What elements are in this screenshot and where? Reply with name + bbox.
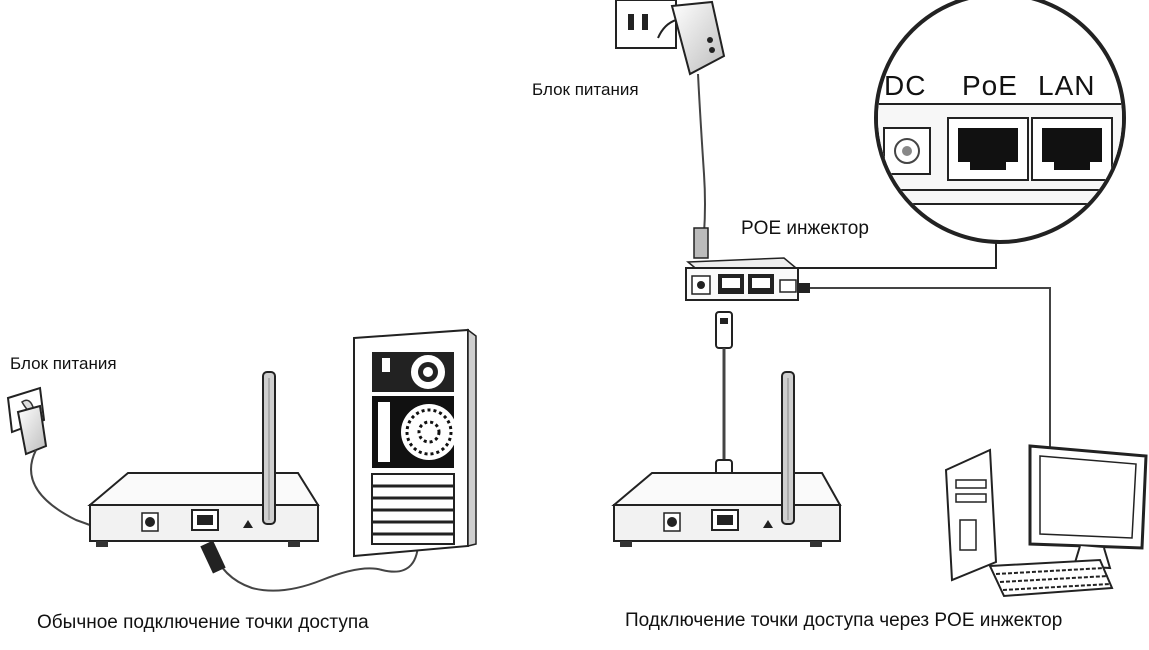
lan-port-label: LAN xyxy=(1038,70,1096,101)
left-power-supply-label: Блок питания xyxy=(10,354,117,373)
right-power-adapter-icon xyxy=(657,0,726,76)
lan-cable-to-pc-icon xyxy=(798,283,1051,448)
left-access-point-icon xyxy=(87,472,320,547)
right-power-cable-icon xyxy=(693,73,709,259)
ports-zoom-callout xyxy=(798,0,1126,269)
right-access-point-icon xyxy=(611,472,842,547)
poe-injector-label: POE инжектор xyxy=(741,218,869,239)
right-antenna-icon xyxy=(781,371,795,525)
dc-port-label: DC xyxy=(884,70,927,101)
poe-port-label: PoE xyxy=(962,70,1018,101)
right-power-supply-label: Блок питания xyxy=(532,80,639,99)
right-caption: Подключение точки доступа через POE инже… xyxy=(625,610,1063,631)
right-wall-socket-icon xyxy=(615,0,677,49)
left-antenna-icon xyxy=(262,371,276,525)
left-caption: Обычное подключение точки доступа xyxy=(37,612,369,633)
poe-injector-icon xyxy=(685,257,799,301)
pc-tower-icon xyxy=(353,328,477,558)
desktop-computer-icon xyxy=(944,444,1148,598)
poe-cable-to-ap-icon xyxy=(715,311,733,491)
